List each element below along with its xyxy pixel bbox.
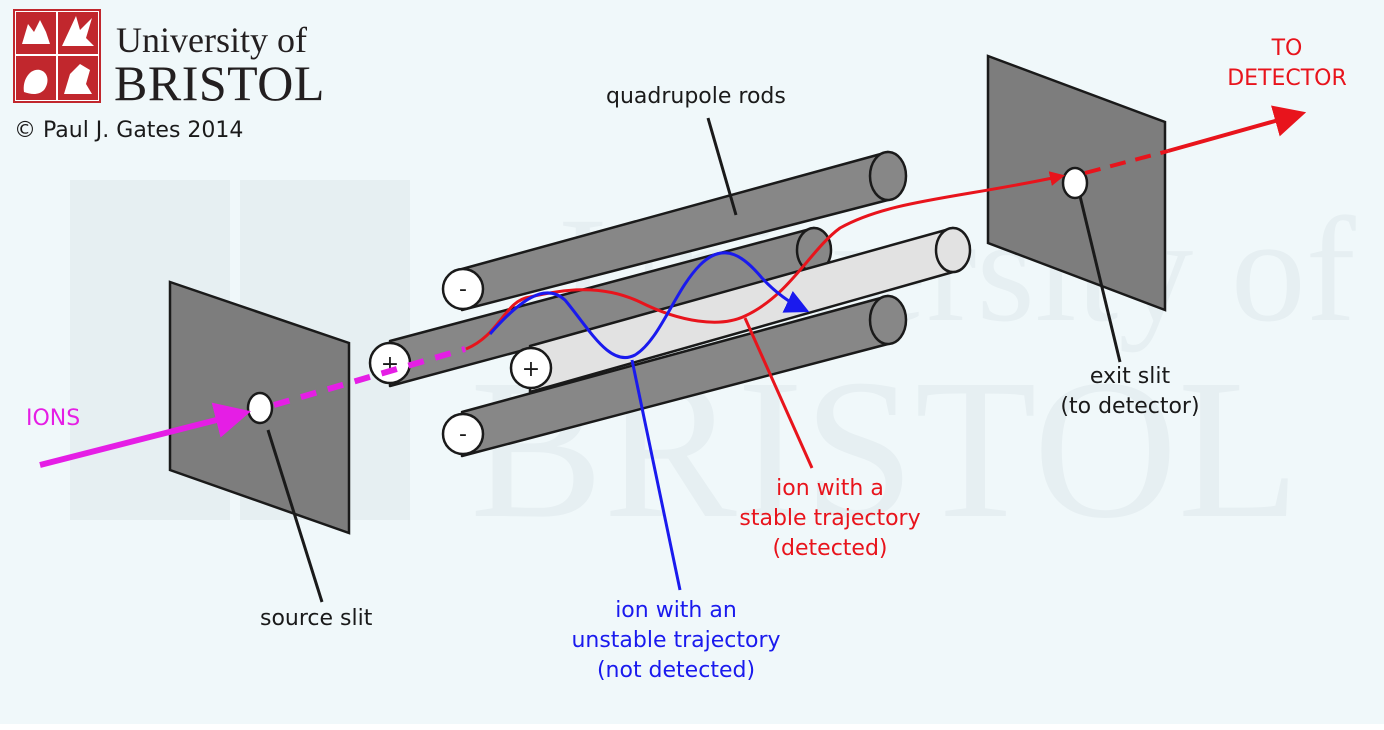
unstable-trajectory-label: ion with an unstable trajectory (not det… [556,596,796,686]
stable-trajectory-pointer [743,317,814,469]
unstable-trajectory-pointer [630,359,682,591]
source-slit-pointer [266,429,324,603]
quadrupole-rods-pointer [706,117,738,216]
exit-slit-line2: (to detector) [1060,394,1200,419]
stable-line1: ion with a [776,476,884,501]
logo-university-of: University of [116,20,307,60]
rod-sign-bottom: - [459,422,467,447]
unstable-line3: (not detected) [596,658,756,683]
stable-line3: (detected) [772,536,888,561]
ion-beam-dashed [273,346,466,408]
exit-slit-label: exit slit (to detector) [1040,362,1220,422]
rod-end-cap-top [441,267,485,311]
stable-line2: stable trajectory [739,506,921,531]
stable-trajectory-label: ion with a stable trajectory (detected) [730,474,930,564]
ion-beam-arrow [39,402,251,468]
stable-trajectory-dashed [1084,149,1169,175]
copyright-text: © Paul J. Gates 2014 [14,118,244,143]
quadrupole-rod-middle-right [528,226,972,394]
quadrupole-rods-label: quadrupole rods [606,84,786,109]
exit-slit-plate [986,54,1167,312]
logo-bristol: BRISTOL [114,55,325,111]
detector-arrow [1167,105,1307,153]
rod-sign-top: - [459,277,467,302]
unstable-trajectory-path [488,251,810,359]
unstable-line2: unstable trajectory [571,628,781,653]
exit-slit-pointer [1078,195,1122,363]
source-slit-label: source slit [260,606,373,631]
unstable-line1: ion with an [615,598,737,623]
exit-slit-hole [1061,166,1089,200]
rod-end-cap-middle-right [509,346,553,390]
source-slit-plate [168,280,351,535]
to-detector-label: TO DETECTOR [1222,34,1352,94]
exit-slit-line1: exit slit [1089,364,1171,389]
rod-end-cap-bottom [441,412,485,456]
source-slit-hole [246,391,274,425]
university-of-bristol-crest-icon [13,9,101,103]
ions-label: IONS [26,406,81,431]
to-detector-line1: TO [1271,36,1303,61]
to-detector-line2: DETECTOR [1227,66,1347,91]
rod-sign-middle-right: + [522,357,540,382]
